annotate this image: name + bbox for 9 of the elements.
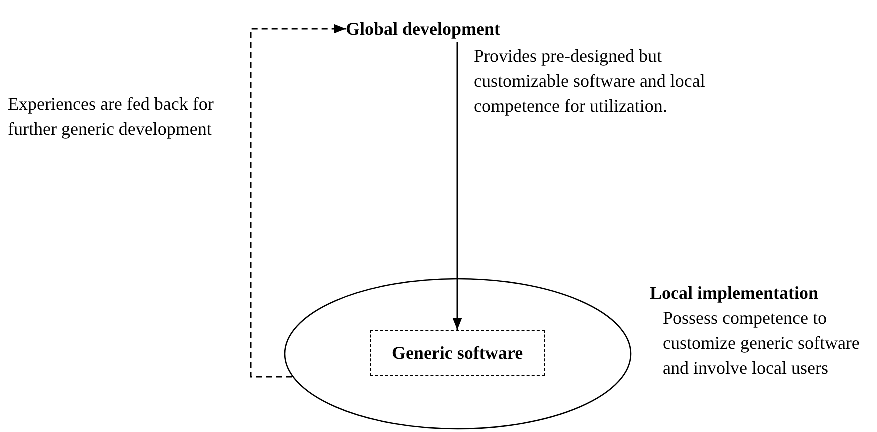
node-title: Global development	[346, 16, 522, 42]
edge-label: Experiences are fed back for further generic development	[8, 93, 215, 141]
note: Possess competence to customize generic software and involve local users	[663, 307, 861, 380]
ellipse-area	[284, 278, 632, 430]
arrow	[250, 24, 346, 378]
arrow	[452, 42, 462, 330]
process-box: Generic software	[370, 330, 545, 376]
heading: Local implementation	[650, 282, 820, 305]
edge-label: Provides pre-designed but customizable software and local competence for utilization.	[474, 45, 706, 118]
